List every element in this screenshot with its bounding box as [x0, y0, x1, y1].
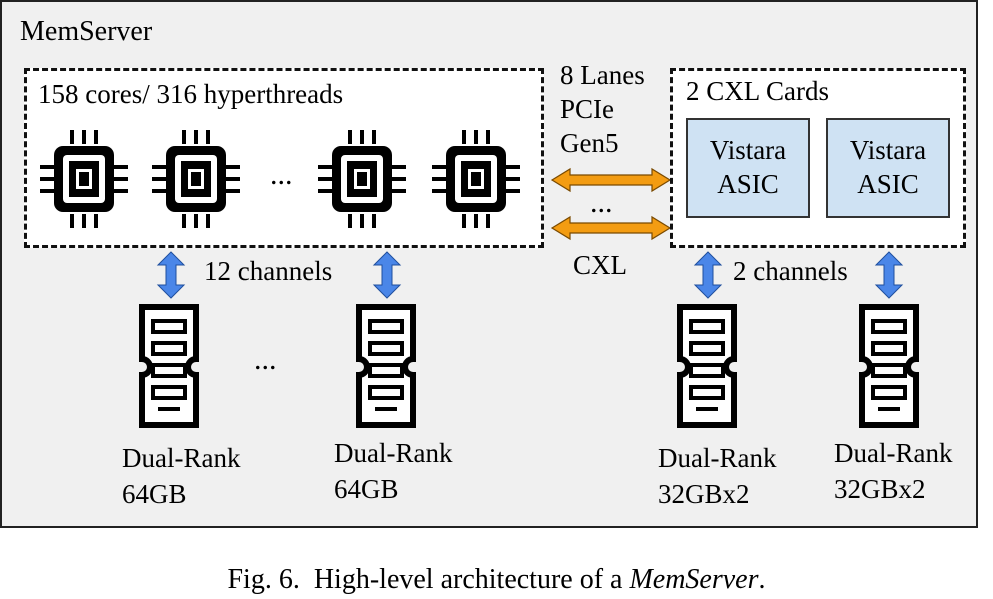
dimm-capacity-label: 32GBx2	[834, 474, 926, 504]
dimm-rank-label: Dual-Rank	[122, 443, 241, 473]
caption-suffix: .	[758, 564, 766, 595]
link-protocol-label: CXL	[573, 250, 627, 280]
memory-channel-arrow	[874, 251, 904, 299]
asic-type: ASIC	[717, 169, 779, 199]
link-label-gen: Gen5	[560, 128, 619, 158]
dimm-memory-icon	[356, 304, 416, 428]
memserver-title: MemServer	[20, 16, 153, 47]
dimm-memory-icon	[139, 304, 199, 428]
cpu-chip-icon	[40, 130, 128, 228]
dimm-rank-label: Dual-Rank	[834, 438, 953, 468]
vistara-asic: Vistara ASIC	[826, 118, 950, 218]
link-label-lanes: 8 Lanes	[560, 60, 645, 90]
vistara-asic: Vistara ASIC	[686, 118, 810, 218]
dimm-ellipsis: ...	[254, 343, 277, 376]
pcie-link-arrow	[550, 215, 672, 241]
asic-name: Vistara	[849, 135, 927, 166]
asic-type: ASIC	[857, 169, 919, 199]
caption-prefix: Fig. 6. High-level architecture of a	[227, 564, 630, 595]
caption-emphasis: MemServer	[629, 564, 759, 595]
cpu-ellipsis: ...	[270, 158, 293, 191]
cxl-cards-title: 2 CXL Cards	[686, 76, 829, 106]
memory-channel-arrow	[156, 251, 186, 299]
link-label-pcie: PCIe	[560, 94, 614, 124]
dimm-memory-icon	[677, 304, 737, 428]
asic-name: Vistara	[709, 135, 787, 166]
cpu-chip-icon	[318, 130, 406, 228]
dimm-capacity-label: 64GB	[122, 479, 187, 509]
link-ellipsis: ...	[590, 186, 613, 219]
dimm-capacity-label: 32GBx2	[658, 479, 750, 509]
cpu-chip-icon	[432, 130, 520, 228]
memory-channel-arrow	[693, 251, 723, 299]
dimm-rank-label: Dual-Rank	[334, 438, 453, 468]
dimm-capacity-label: 64GB	[334, 474, 399, 504]
figure-caption: Fig. 6. High-level architecture of a Mem…	[0, 566, 993, 594]
memory-channel-arrow	[372, 251, 402, 299]
channels-right-label: 2 channels	[733, 256, 848, 286]
channels-left-label: 12 channels	[204, 256, 333, 286]
cpu-chip-icon	[152, 130, 240, 228]
dimm-memory-icon	[859, 304, 919, 428]
dimm-rank-label: Dual-Rank	[658, 443, 777, 473]
cpu-group-title: 158 cores/ 316 hyperthreads	[38, 79, 344, 109]
